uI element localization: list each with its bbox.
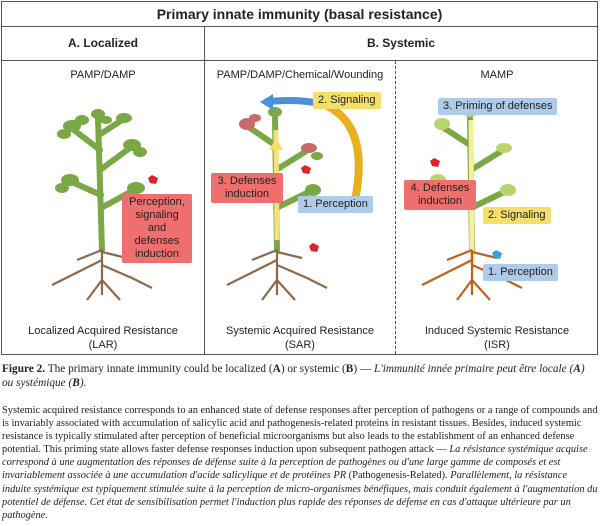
figure-title: Primary innate immunity (basal resistanc…: [2, 2, 597, 27]
header-systemic: B. Systemic: [205, 27, 597, 61]
sar-caption-line2: (SAR): [285, 339, 315, 351]
caption-fr-1: L'immunité innée primaire peut être loca…: [374, 363, 574, 375]
divider-sar-isr: [395, 61, 396, 354]
body-english: Systemic acquired resistance corresponds…: [2, 405, 598, 456]
sar-perception-label: 1. Perception: [298, 196, 373, 213]
body-french-2: (Pathogenesis-Related).: [346, 470, 451, 482]
lar-caption-line1: Localized Acquired Resistance: [28, 325, 178, 337]
subheader-pamp-damp: PAMP/DAMP: [70, 69, 136, 81]
figure-label: Figure 2.: [2, 363, 46, 375]
sar-caption: Systemic Acquired Resistance (SAR): [205, 324, 395, 352]
caption-en-3: ) —: [353, 363, 375, 375]
subheader-mamp: MAMP: [480, 69, 514, 81]
lar-caption-line2: (LAR): [88, 339, 118, 351]
caption-b: B: [345, 363, 354, 375]
caption-fr-2: ) ou systémique (: [2, 363, 585, 389]
caption-fr-b: B: [72, 377, 80, 389]
sar-signaling-label: 2. Signaling: [313, 92, 381, 109]
isr-signaling-label: 2. Signaling: [483, 207, 551, 224]
body-french-3: Parallèlement, la résistance induite sys…: [2, 470, 598, 521]
lar-caption: Localized Acquired Resistance (LAR): [2, 324, 204, 352]
isr-caption: Induced Systemic Resistance (ISR): [398, 324, 596, 352]
caption-fr-3: ).: [79, 377, 87, 389]
caption-fr-a: A: [573, 363, 581, 375]
caption-a: A: [272, 363, 281, 375]
body-french-1: La résistance systémique acquise corresp…: [2, 444, 588, 482]
figure-caption: Figure 2. The primary innate immunity co…: [2, 362, 598, 390]
isr-perception-label: 1. Perception: [483, 264, 558, 281]
caption-en-2: ) or systemic (: [280, 363, 346, 375]
lar-plant-illustration: [51, 109, 158, 301]
body-text: Systemic acquired resistance corresponds…: [2, 404, 598, 522]
figure-panel: Primary innate immunity (basal resistanc…: [1, 1, 598, 355]
divider-a-b: [204, 27, 205, 354]
isr-priming-label: 3. Priming of defenses: [438, 98, 558, 115]
sar-defenses-label: 3. Defenses induction: [211, 173, 283, 203]
subheader-pamp-chemical: PAMP/DAMP/Chemical/Wounding: [216, 69, 384, 81]
isr-caption-line2: (ISR): [484, 339, 510, 351]
isr-defenses-label: 4. Defenses induction: [404, 180, 476, 210]
isr-caption-line1: Induced Systemic Resistance: [424, 325, 570, 337]
caption-en-1: The primary innate immunity could be loc…: [45, 363, 273, 375]
sar-caption-line1: Systemic Acquired Resistance: [226, 325, 374, 337]
header-localized: A. Localized: [2, 27, 204, 61]
lar-perception-label: Perception, signaling and defenses induc…: [122, 194, 192, 263]
